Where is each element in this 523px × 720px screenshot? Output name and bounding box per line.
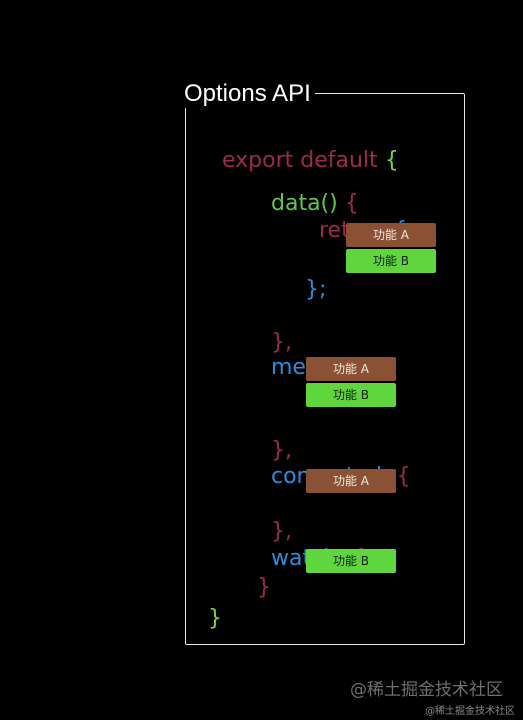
default-keyword: default — [300, 148, 378, 173]
export-keyword: export — [222, 148, 294, 173]
code-line-data: data() { — [257, 165, 359, 217]
code-line-export: export default { — [208, 122, 399, 174]
data-close: }, — [257, 304, 292, 356]
data-open-brace: { — [344, 191, 359, 216]
data-close-text: }, — [271, 330, 292, 355]
methods-feature-a-tag: 功能 A — [306, 357, 396, 381]
computed-feature-a-tag: 功能 A — [306, 469, 396, 493]
methods-feature-b-tag: 功能 B — [306, 383, 396, 407]
export-open-brace: { — [384, 148, 399, 173]
options-api-frame — [185, 93, 465, 645]
methods-close: }, — [257, 412, 292, 464]
watermark: @稀土掘金技术社区 — [350, 680, 503, 700]
data-feature-b-tag: 功能 B — [346, 249, 436, 273]
return-close: }; — [305, 277, 327, 302]
export-close: } — [208, 606, 222, 631]
computed-close-text: }, — [271, 519, 292, 544]
computed-open-brace: { — [396, 464, 411, 489]
diagram-title: Options API — [184, 80, 315, 108]
data-feature-a-tag: 功能 A — [346, 223, 436, 247]
watch-feature-b-tag: 功能 B — [306, 549, 396, 573]
watch-close: } — [257, 575, 271, 600]
watermark-small: @稀土掘金技术社区 — [425, 706, 515, 717]
methods-close-text: }, — [271, 438, 292, 463]
data-function: data() — [271, 191, 338, 216]
computed-close: }, — [257, 493, 292, 545]
